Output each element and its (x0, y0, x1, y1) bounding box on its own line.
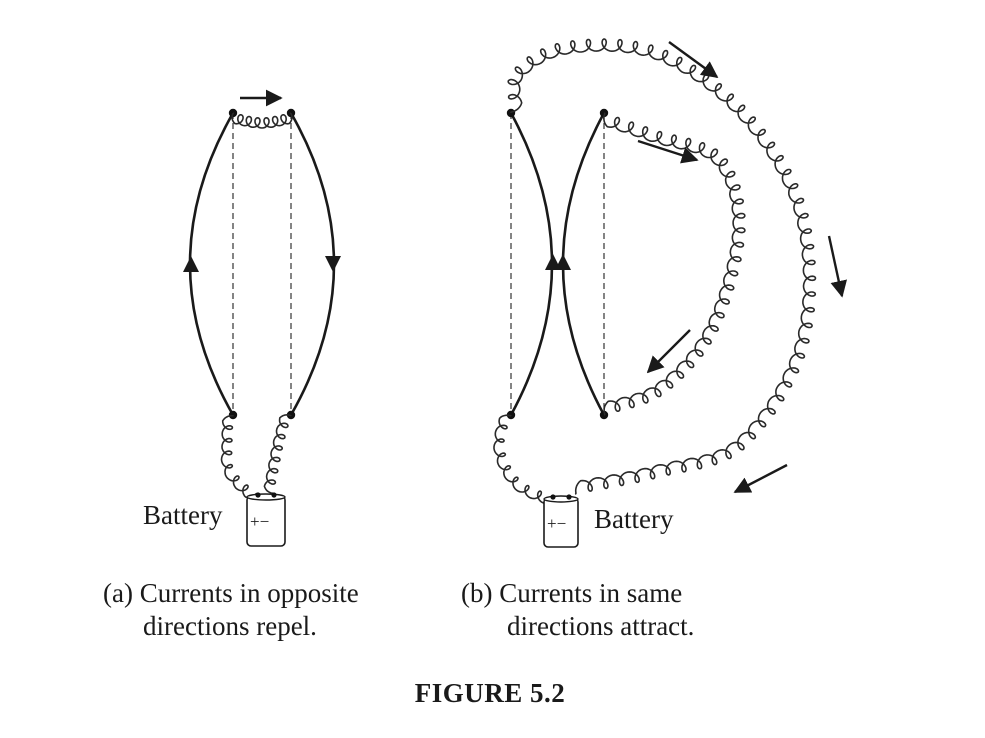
panel-b-current-arrow-3-icon (827, 235, 848, 298)
panel-b-coil-outer (507, 38, 817, 495)
panel-b-coil-inner (603, 112, 746, 416)
panel-b-current-arrow-4-icon (646, 329, 691, 374)
panel-b-wire-left (509, 112, 554, 416)
panel-a-coil-top (231, 112, 293, 129)
panel-a-battery-icon (246, 492, 286, 547)
panel-b-caption-line2: directions attract. (507, 611, 694, 641)
panel-a-caption-line2: directions repel. (143, 611, 317, 641)
panel-b-caption-line1: (b) Currents in same (461, 578, 682, 608)
panel-a-wire-right (289, 112, 336, 416)
panel-b-battery-icon (543, 494, 579, 548)
panel-b-arrow-right-up-icon (555, 254, 571, 270)
panel-b-current-arrow-5-icon (733, 463, 788, 494)
panel-a-battery-label: Battery (143, 500, 223, 530)
panel-a-coil-right (263, 414, 292, 495)
panel-b-battery-label: Battery (594, 504, 674, 534)
panel-a-caption-line1: (a) Currents in opposite (103, 578, 359, 608)
panel-a-wire-left (188, 112, 235, 416)
panel-b-coil-left-battery (493, 414, 554, 504)
panel-a-battery-signs: +− (250, 512, 269, 531)
panel-b-diagram: +− Battery (b) Currents in same directio… (461, 38, 848, 641)
figure-title: FIGURE 5.2 (415, 678, 566, 708)
panel-a-arrow-down-icon (325, 256, 341, 272)
panel-a-diagram: +− Battery (a) Currents in opposite dire… (103, 89, 359, 641)
panel-b-battery-signs: +− (547, 514, 566, 533)
panel-a-coil-left (220, 414, 258, 499)
panel-b-current-arrow-2-icon (637, 139, 699, 164)
panel-a-arrow-up-icon (183, 256, 199, 272)
panel-b-current-arrow-1-icon (668, 41, 719, 78)
panel-b-wire-right (561, 112, 606, 416)
